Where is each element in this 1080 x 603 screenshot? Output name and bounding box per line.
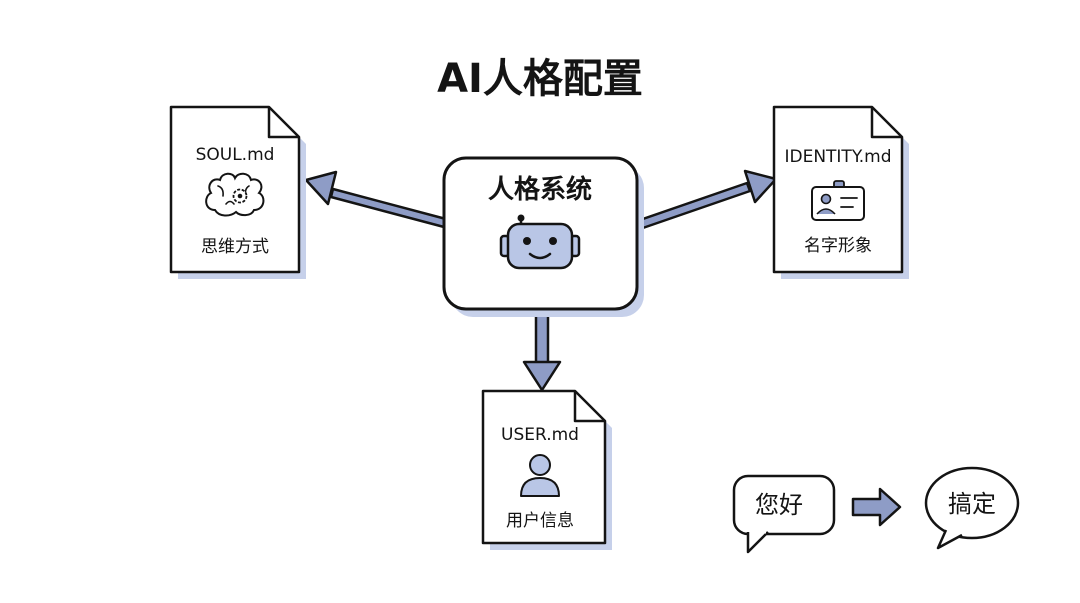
speech-bubble-right-text: 搞定 (948, 490, 996, 518)
robot-icon (499, 214, 581, 270)
brain-gear-icon (205, 172, 265, 217)
arrow-bubble-to-bubble (851, 487, 902, 527)
arrow-hub-to-soul (304, 170, 448, 229)
hub-box: 人格系统 (442, 156, 644, 317)
doc-soul-description: 思维方式 (201, 237, 269, 257)
speech-bubble-left-text: 您好 (755, 491, 803, 519)
speech-bubble-left: 您好 (732, 474, 836, 554)
id-badge-icon (811, 180, 865, 221)
diagram-title: AI人格配置 (437, 56, 643, 102)
user-icon (520, 454, 560, 497)
doc-identity-name: IDENTITY.md (784, 147, 891, 167)
doc-user: USER.md 用户信息 (481, 389, 612, 550)
doc-user-description: 用户信息 (506, 511, 574, 531)
doc-identity-description: 名字形象 (804, 236, 872, 256)
doc-soul-name: SOUL.md (196, 145, 275, 165)
arrow-hub-to-identity (632, 169, 778, 232)
doc-user-name: USER.md (501, 425, 579, 445)
hub-label: 人格系统 (488, 174, 592, 205)
doc-soul: SOUL.md 思维方式 (169, 105, 306, 279)
arrow-hub-to-user (522, 310, 562, 392)
speech-bubble-right: 搞定 (924, 466, 1020, 550)
doc-identity: IDENTITY.md 名字形象 (772, 105, 909, 279)
